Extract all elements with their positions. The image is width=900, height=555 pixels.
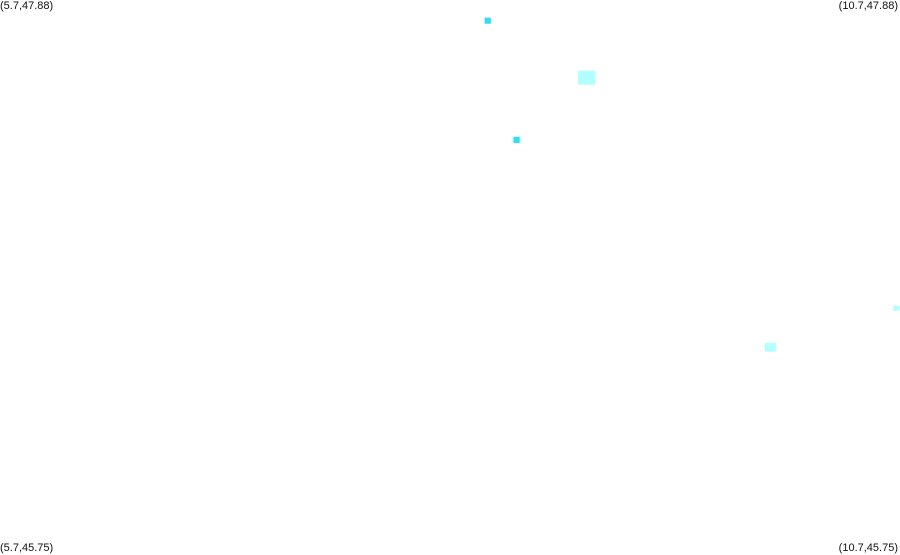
lake-marker xyxy=(893,305,900,311)
lake-shape xyxy=(893,305,900,311)
lake-shape xyxy=(578,70,596,85)
lake-core xyxy=(513,136,520,143)
lake-shape xyxy=(764,342,776,352)
lake-marker xyxy=(512,136,521,144)
lake-marker xyxy=(764,342,776,352)
lake-marker xyxy=(483,17,492,24)
corner-label-bottom-right: (10.7,45.75) xyxy=(838,542,898,554)
lake-marker xyxy=(578,70,596,85)
corner-label-top-left: (5.7,47.88) xyxy=(0,0,54,12)
water-features-layer xyxy=(483,17,900,352)
corner-label-bottom-left: (5.7,45.75) xyxy=(0,542,54,554)
lake-core xyxy=(484,17,491,24)
corner-label-top-right: (10.7,47.88) xyxy=(838,0,898,12)
